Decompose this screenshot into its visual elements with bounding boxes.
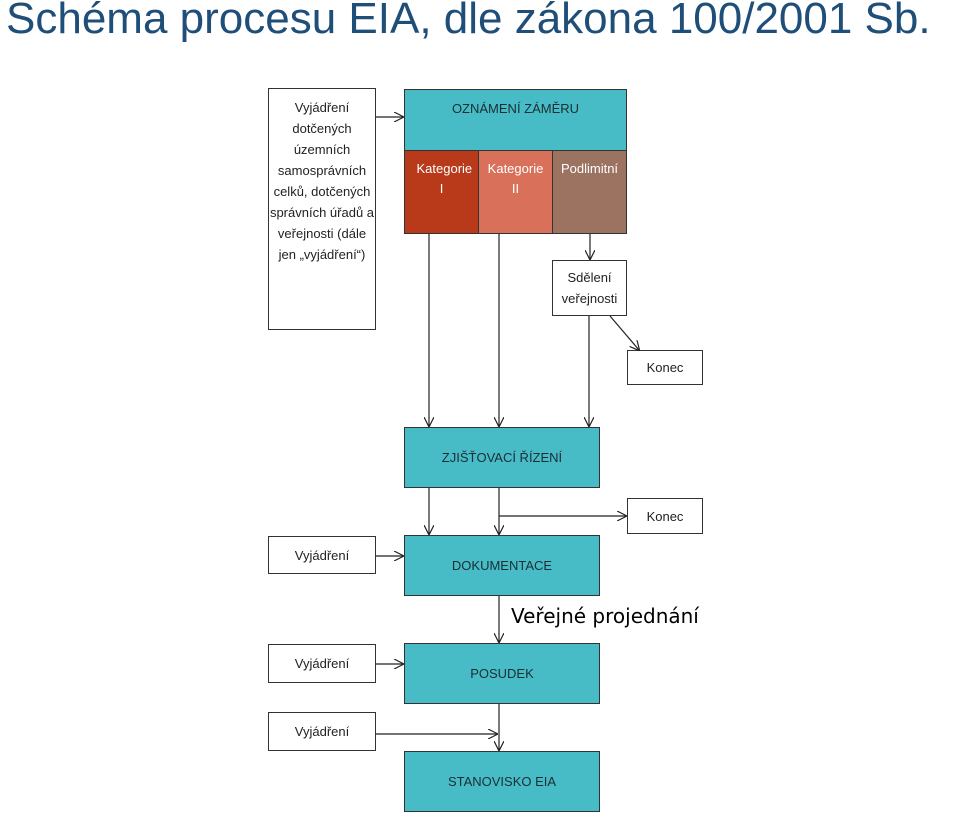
zjistovaci-label: ZJIŠŤOVACÍ ŘÍZENÍ xyxy=(441,450,563,465)
zjistovaci-rizeni-box: ZJIŠŤOVACÍ ŘÍZENÍ xyxy=(404,427,600,488)
sdeleni-label: Sdělení veřejnosti xyxy=(561,270,618,306)
posudek-box: POSUDEK xyxy=(404,643,600,704)
podlimitni-label: Podlimitní xyxy=(560,161,619,176)
kategorie-2-box: Kategorie II xyxy=(478,150,553,234)
left-note-vyjadreni: Vyjádření dotčených územních samosprávní… xyxy=(268,88,376,330)
vyjadreni-box-1: Vyjádření xyxy=(268,536,376,574)
left-note-text: Vyjádření dotčených územních samosprávní… xyxy=(269,100,375,262)
vyjadreni-label-1: Vyjádření xyxy=(294,547,350,563)
dokumentace-box: DOKUMENTACE xyxy=(404,535,600,596)
vyjadreni-label-3: Vyjádření xyxy=(294,724,350,739)
verejne-projednani-label: Veřejné projednání xyxy=(511,604,699,628)
konec-box-1: Konec xyxy=(627,350,703,385)
slide-title: Schéma procesu EIA, dle zákona 100/2001 … xyxy=(6,0,931,43)
oznameni-label: OZNÁMENÍ ZÁMĚRU xyxy=(451,101,580,116)
vyjadreni-label-2: Vyjádření xyxy=(294,656,350,671)
posudek-label: POSUDEK xyxy=(470,666,534,681)
dokumentace-label: DOKUMENTACE xyxy=(451,558,553,573)
stanovisko-label: STANOVISKO EIA xyxy=(447,774,557,789)
konec-label-2: Konec xyxy=(646,508,684,524)
arrow-sdeleni-to-konec xyxy=(609,315,639,350)
kategorie-2-label: Kategorie II xyxy=(487,161,544,196)
kategorie-1-label: Kategorie I xyxy=(416,161,473,196)
vyjadreni-box-2: Vyjádření xyxy=(268,644,376,683)
konec-label-1: Konec xyxy=(646,360,684,375)
vyjadreni-box-3: Vyjádření xyxy=(268,712,376,751)
konec-box-2: Konec xyxy=(627,498,703,534)
sdeleni-verejnosti-box: Sdělení veřejnosti xyxy=(552,260,627,316)
podlimitni-box: Podlimitní xyxy=(552,150,627,234)
stanovisko-eia-box: STANOVISKO EIA xyxy=(404,751,600,812)
